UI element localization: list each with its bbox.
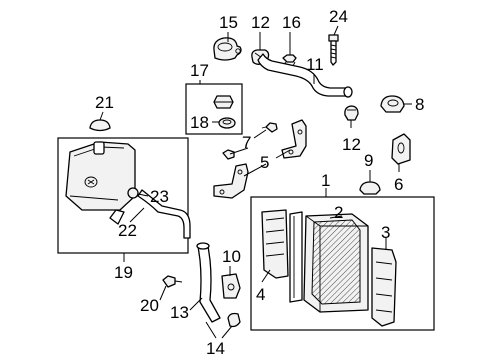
- leader-20: [159, 285, 167, 301]
- callout-16: 16: [282, 13, 301, 32]
- callout-12-top: 12: [251, 13, 270, 32]
- lower-radiator-hose-part: [196, 242, 221, 323]
- callout-5: 5: [260, 153, 269, 172]
- leader-14: [205, 321, 233, 339]
- thermostat-housing-part: [213, 37, 242, 61]
- drain-plug-17-part: [213, 95, 234, 109]
- leader-23: [137, 193, 149, 197]
- leader-13: [189, 297, 203, 311]
- callout-12-mid: 12: [342, 135, 361, 154]
- drain-cock-part: [221, 273, 241, 299]
- callout-11: 11: [306, 55, 324, 74]
- callout-20: 20: [140, 296, 159, 315]
- radiator-tank-4-part: [261, 209, 289, 279]
- callout-7: 7: [242, 133, 251, 152]
- callout-4: 4: [256, 285, 265, 304]
- bolt-20-part: [162, 275, 183, 288]
- callout-24: 24: [329, 7, 348, 26]
- callout-14: 14: [206, 339, 225, 358]
- box-1-group: [250, 196, 435, 331]
- box-19-group: [57, 137, 189, 254]
- leader-4: [261, 269, 271, 283]
- callout-2: 2: [334, 203, 343, 222]
- hose-clamp-lower-part: [344, 105, 359, 121]
- leader-5: [243, 149, 291, 177]
- reservoir-hose-part: [137, 189, 191, 239]
- radiator-core-part: [303, 213, 369, 313]
- callout-23: 23: [150, 187, 169, 206]
- callout-21: 21: [95, 93, 114, 112]
- leader-7: [229, 129, 267, 155]
- callout-13: 13: [170, 303, 189, 322]
- bracket-5-upper-part: [281, 119, 307, 159]
- callout-6: 6: [394, 175, 403, 194]
- box-17-group: [185, 83, 243, 135]
- callout-19: 19: [114, 263, 133, 282]
- leader-24: [333, 25, 339, 36]
- coolant-reservoir-part: [65, 141, 136, 225]
- reservoir-clamp-part: [127, 187, 139, 199]
- leader-22: [129, 207, 145, 223]
- grommet-8-part: [380, 95, 405, 113]
- leader-21: [99, 111, 104, 121]
- callout-labels: 15 12 16 24 11 17 21 8 18 7 12 5 9 6 1 2…: [95, 7, 424, 358]
- radiator-seal-2-part: [289, 211, 303, 303]
- bracket-5-lower-part: [213, 163, 249, 199]
- reservoir-cap-part: [89, 119, 111, 132]
- callout-17: 17: [190, 61, 209, 80]
- callout-3: 3: [381, 223, 390, 242]
- callout-18: 18: [190, 113, 209, 132]
- leader-2: [329, 215, 343, 219]
- upper-radiator-hose-part: [257, 53, 353, 98]
- bolt-7b-part: [222, 149, 235, 160]
- seal-18-part: [218, 117, 236, 129]
- callout-10: 10: [222, 247, 241, 266]
- bolt-24-part: [328, 34, 339, 66]
- callout-9: 9: [364, 151, 373, 170]
- hose-clamp-14-part: [227, 312, 241, 328]
- callout-15: 15: [219, 13, 238, 32]
- callout-1: 1: [321, 171, 330, 190]
- radiator-tank-3-part: [371, 247, 397, 327]
- callout-8: 8: [415, 95, 424, 114]
- bracket-6-part: [391, 133, 411, 165]
- leader-lines: [99, 25, 412, 339]
- grommet-9-part: [359, 181, 381, 195]
- callout-22: 22: [118, 221, 137, 240]
- bolt-7-part: [261, 122, 278, 133]
